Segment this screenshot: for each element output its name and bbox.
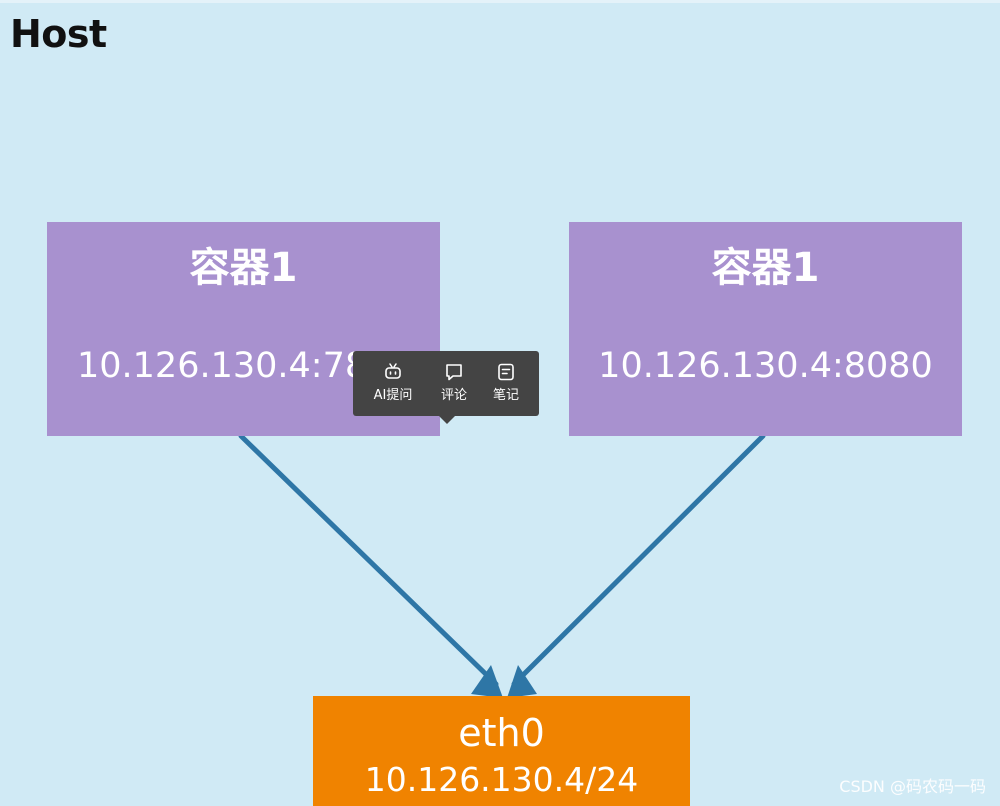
arrow-right-line — [511, 433, 766, 687]
eth-address: 10.126.130.4/24 — [364, 760, 639, 799]
container-name: 容器1 — [189, 245, 298, 291]
popup-caret — [439, 416, 455, 424]
top-edge — [0, 0, 1000, 3]
container-address: 10.126.130.4:78 — [77, 346, 368, 386]
eth0-box: eth0 10.126.130.4/24 — [313, 696, 690, 806]
arrow-left-line — [238, 433, 499, 687]
selection-popup: AI提问 评论 笔记 — [353, 351, 539, 416]
eth-name: eth0 — [458, 711, 545, 755]
container-address: 10.126.130.4:8080 — [598, 346, 933, 386]
container-name: 容器1 — [711, 245, 820, 291]
note-label: 笔记 — [492, 388, 519, 403]
comment-icon — [446, 364, 462, 381]
arrow-right-head — [507, 665, 537, 698]
watermark: CSDN @码农码一码 — [839, 777, 986, 796]
note-button[interactable]: 笔记 — [481, 351, 531, 416]
note-icon — [498, 363, 514, 381]
ai-ask-label: AI提问 — [373, 388, 413, 403]
arrow-left-head — [471, 665, 503, 698]
comment-label: 评论 — [440, 388, 467, 403]
comment-button[interactable]: 评论 — [429, 351, 479, 416]
ai-ask-button[interactable]: AI提问 — [363, 351, 423, 416]
robot-icon — [385, 363, 401, 379]
container-box-2: 容器1 10.126.130.4:8080 — [569, 222, 962, 436]
host-title: Host — [10, 12, 107, 56]
